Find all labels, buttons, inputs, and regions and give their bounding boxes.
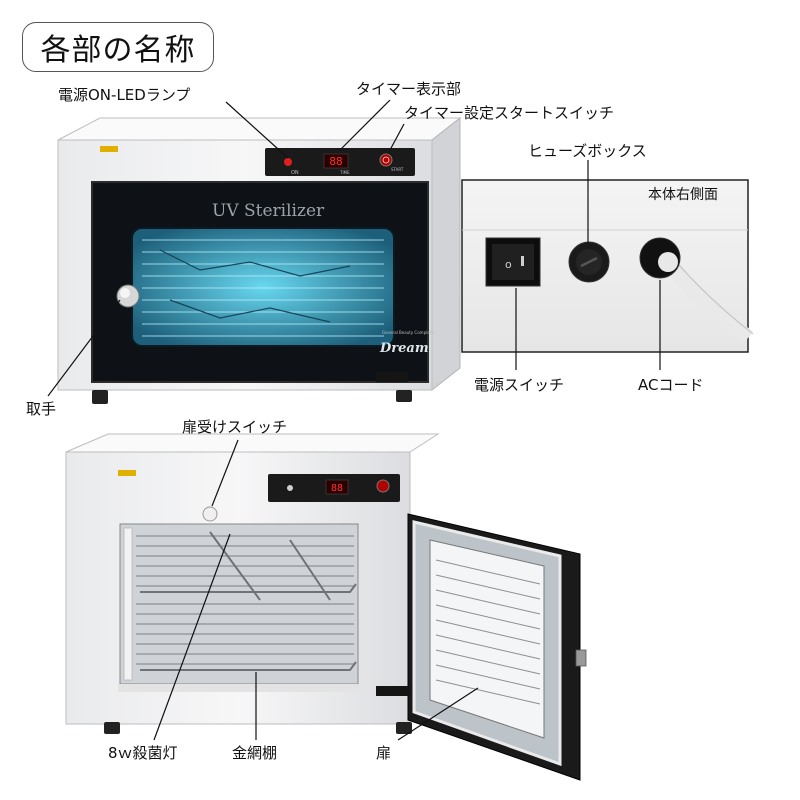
page-title: 各部の名称 (22, 22, 214, 72)
door-switch-knob[interactable] (202, 506, 218, 522)
power-led-icon (284, 158, 292, 166)
label-lamp: 8ｗ殺菌灯 (108, 744, 178, 762)
timer-digits: 88 (329, 155, 342, 168)
label-power-switch: 電源スイッチ (474, 376, 565, 394)
panel-time-text: TIME (339, 170, 350, 175)
label-timer-display: タイマー表示部 (356, 80, 462, 98)
label-ac-cord: ACコード (638, 376, 704, 394)
brand-logo: Dream (379, 341, 429, 356)
brand-small: General Beauty Complete (382, 330, 434, 335)
open-unit: 88 (65, 433, 587, 781)
label-power-led: 電源ON-LEDランプ (58, 86, 191, 104)
timer-digits-open: 88 (331, 483, 343, 494)
leader-lines (47, 99, 661, 741)
label-timer-start: タイマー設定スタートスイッチ (404, 104, 615, 122)
uv-window (131, 227, 395, 347)
label-rack: 金網棚 (232, 744, 278, 762)
panel-on-text: ON (291, 170, 299, 176)
window-text: UV Sterilizer (212, 201, 325, 221)
closed-unit: ON 88 TIME START UV Sterilizer (57, 116, 462, 404)
label-door: 扉 (376, 744, 392, 762)
label-door-switch: 扉受けスイッチ (182, 418, 288, 436)
start-button-icon[interactable] (379, 153, 393, 167)
svg-text:o: o (505, 258, 512, 271)
timer-display (323, 153, 349, 169)
label-right-side: 本体右側面 (648, 187, 718, 203)
label-fuse-box: ヒューズボックス (528, 142, 647, 160)
panel-start-text: START (391, 167, 404, 172)
label-handle: 取手 (26, 400, 57, 418)
right-side-inset: o (461, 179, 754, 353)
